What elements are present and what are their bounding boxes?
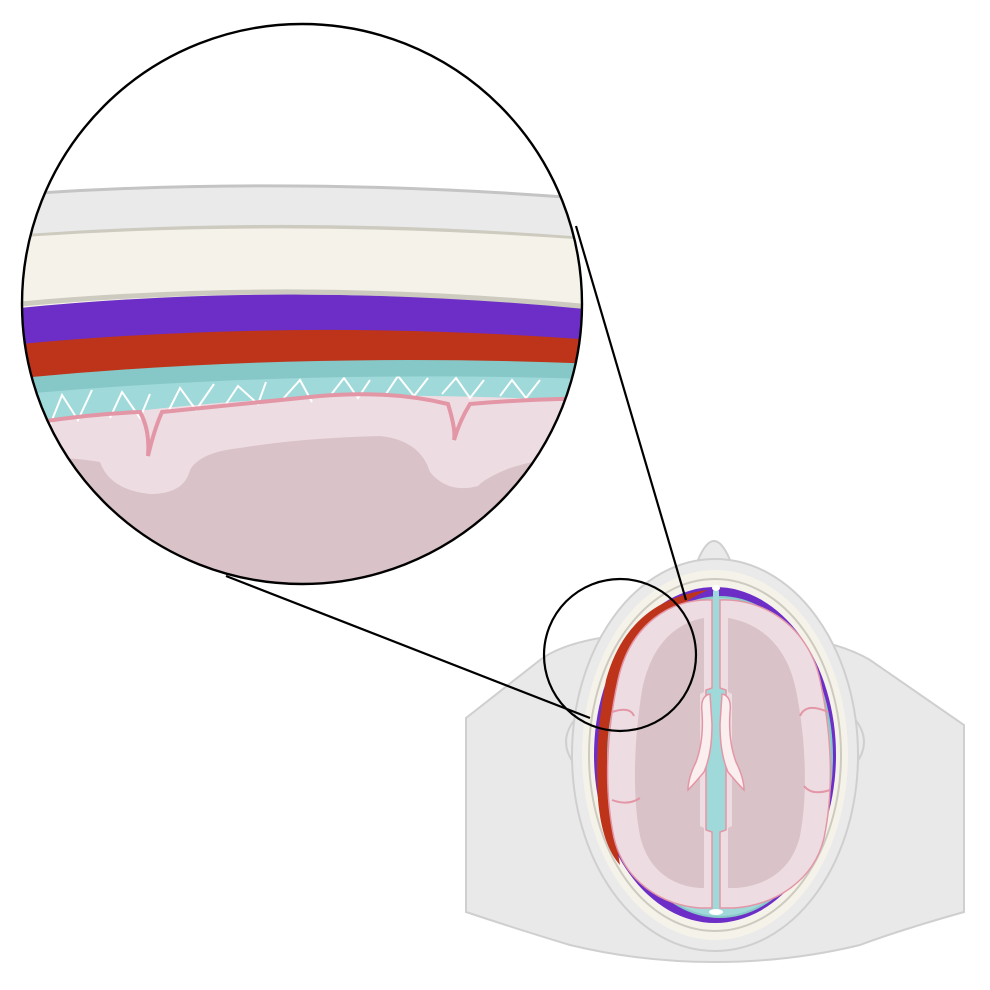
zoom-pia-mater (38, 392, 582, 457)
left-hemisphere-white-matter (634, 618, 704, 888)
right-hemisphere-white-matter (728, 618, 805, 888)
left-lateral-ventricle (687, 693, 713, 792)
right-lateral-ventricle (719, 693, 745, 792)
skull-inner-table (588, 578, 842, 932)
left-sulcus (611, 708, 635, 717)
zoom-skull-outer-table (22, 223, 582, 243)
callout-line-upper (574, 225, 688, 601)
superior-sagittal-sinus-back (709, 909, 723, 915)
zoom-outside (22, 24, 582, 200)
left-sulcus-lower (611, 797, 641, 804)
callout-lines (225, 225, 688, 720)
nose (696, 540, 732, 561)
zoom-scalp-edge (22, 181, 582, 203)
magnified-view-border (20, 22, 584, 586)
zoom-scalp (22, 184, 582, 240)
magnified-view (20, 22, 584, 586)
right-sulcus (799, 706, 829, 717)
zoom-arachnoid-trabeculae (49, 374, 541, 426)
callout-line-lower (225, 574, 591, 720)
head-cross-section (465, 540, 965, 964)
zoom-region-marker (542, 577, 698, 733)
zoom-dura-mater (22, 291, 582, 346)
right-sulcus-lower (803, 785, 831, 794)
zoom-skull (22, 222, 582, 312)
zoom-skull-inner-table (22, 289, 582, 313)
zoom-epidural-hematoma (22, 321, 582, 380)
superior-sagittal-sinus-front (712, 585, 720, 591)
